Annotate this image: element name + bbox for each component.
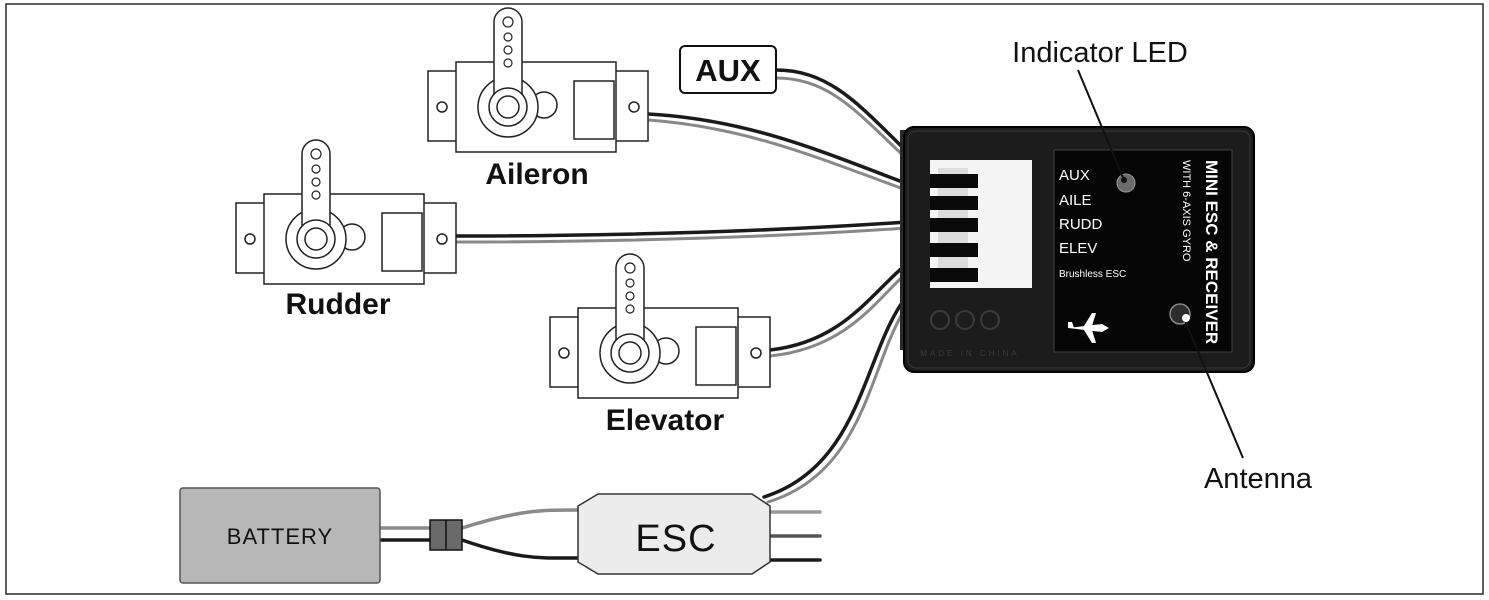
indicator-led-pointer-dot [1121, 177, 1127, 183]
indicator-led-pointer [1077, 69, 1125, 181]
esc-label: ESC [635, 518, 716, 560]
antenna-pointer [1183, 317, 1244, 459]
port-label-esc: Brushless ESC [1059, 269, 1126, 280]
aux-tag: AUX [679, 45, 777, 94]
indicator-led-label: Indicator LED [1012, 37, 1188, 69]
connector-pins [930, 174, 978, 282]
battery-wire [378, 508, 580, 560]
port-label-aile: AILE [1059, 192, 1092, 209]
receiver-subtitle: WITH 6-AXIS GYRO [1180, 160, 1192, 262]
port-label-aux: AUX [1059, 167, 1090, 184]
receiver: MADE IN CHINA AUX AILE RUDD ELEV Brushle… [900, 126, 1255, 373]
battery-label: BATTERY [227, 524, 333, 549]
motor-wires [768, 510, 822, 562]
mold-text: MADE IN CHINA [920, 349, 1019, 358]
diagram-frame [5, 3, 1484, 595]
esc: ESC [577, 493, 771, 575]
rudder-wire [454, 218, 937, 244]
rudder-label: Rudder [286, 288, 391, 321]
aux-tag-label: AUX [695, 53, 761, 88]
indicator-led [1116, 173, 1136, 193]
port-label-rudd: RUDD [1059, 216, 1102, 233]
antenna-label: Antenna [1204, 463, 1313, 495]
aileron-servo [427, 7, 649, 153]
elevator-servo [549, 253, 771, 399]
receiver-title: MINI ESC & RECEIVER [1202, 160, 1221, 344]
rudder-servo [235, 139, 457, 285]
antenna-pointer-dot [1182, 314, 1190, 322]
battery: BATTERY [179, 487, 381, 584]
port-label-elev: ELEV [1059, 240, 1097, 257]
receiver-label-panel [1053, 149, 1233, 353]
aileron-wire [646, 112, 937, 202]
battery-connector [429, 519, 463, 551]
aileron-label: Aileron [485, 158, 588, 191]
elevator-label: Elevator [606, 404, 725, 437]
molded-marks: MADE IN CHINA [920, 310, 1019, 358]
airplane-icon [1068, 313, 1109, 343]
